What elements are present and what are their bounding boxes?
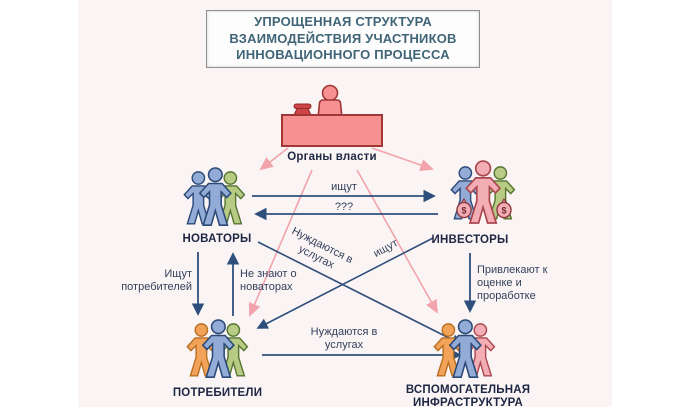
- arrow-innovators-to-infrastructure: [257, 241, 463, 345]
- consumers-label: ПОТРЕБИТЕЛИ: [172, 387, 263, 399]
- svg-text:$: $: [501, 206, 506, 216]
- infrastructure-icon: [433, 319, 496, 378]
- investors-label: ИНВЕСТОРЫ: [431, 234, 509, 246]
- innovators-icon: [183, 167, 246, 226]
- diagram-title: УПРОЩЕННАЯ СТРУКТУРА ВЗАИМОДЕЙСТВИЯ УЧАС…: [229, 13, 457, 63]
- authorities-icon: [281, 84, 383, 147]
- edge-label-seek-top: ищут: [331, 181, 357, 193]
- arrow-investors-to-consumers: [256, 237, 434, 329]
- arrow-authorities-to-infrastructure: [356, 169, 439, 314]
- infrastructure-label: ВСПОМОГАТЕЛЬНАЯ ИНФРАСТРУКТУРА: [405, 384, 531, 410]
- desk: [281, 114, 383, 147]
- svg-text:$: $: [461, 206, 466, 216]
- arrow-authorities-to-innovators: [259, 147, 289, 171]
- investors-icon: $ $: [450, 160, 516, 224]
- consumers-icon: [186, 319, 249, 378]
- innovators-label: НОВАТОРЫ: [182, 233, 252, 245]
- authorities-label: Органы власти: [287, 151, 377, 163]
- arrow-authorities-to-investors: [371, 147, 434, 171]
- edge-label-seek-consumers: Ищут потребителей: [121, 268, 192, 294]
- money-bag-icon: $: [456, 197, 472, 219]
- edge-label-involve-in-evaluation: Привлекают к оценке и проработке: [477, 264, 548, 303]
- title-box: УПРОЩЕННАЯ СТРУКТУРА ВЗАИМОДЕЙСТВИЯ УЧАС…: [206, 10, 480, 68]
- money-bag-icon: $: [496, 197, 512, 219]
- phone-icon: [293, 103, 312, 116]
- edge-label-unaware-of-innovators: Не знают о новаторах: [240, 268, 297, 294]
- official-figure: [317, 84, 343, 119]
- arrow-authorities-to-consumers: [248, 169, 313, 317]
- edge-label-need-services-bottom: Нуждаются в услугах: [310, 326, 378, 352]
- edge-label-unknown: ???: [334, 201, 354, 213]
